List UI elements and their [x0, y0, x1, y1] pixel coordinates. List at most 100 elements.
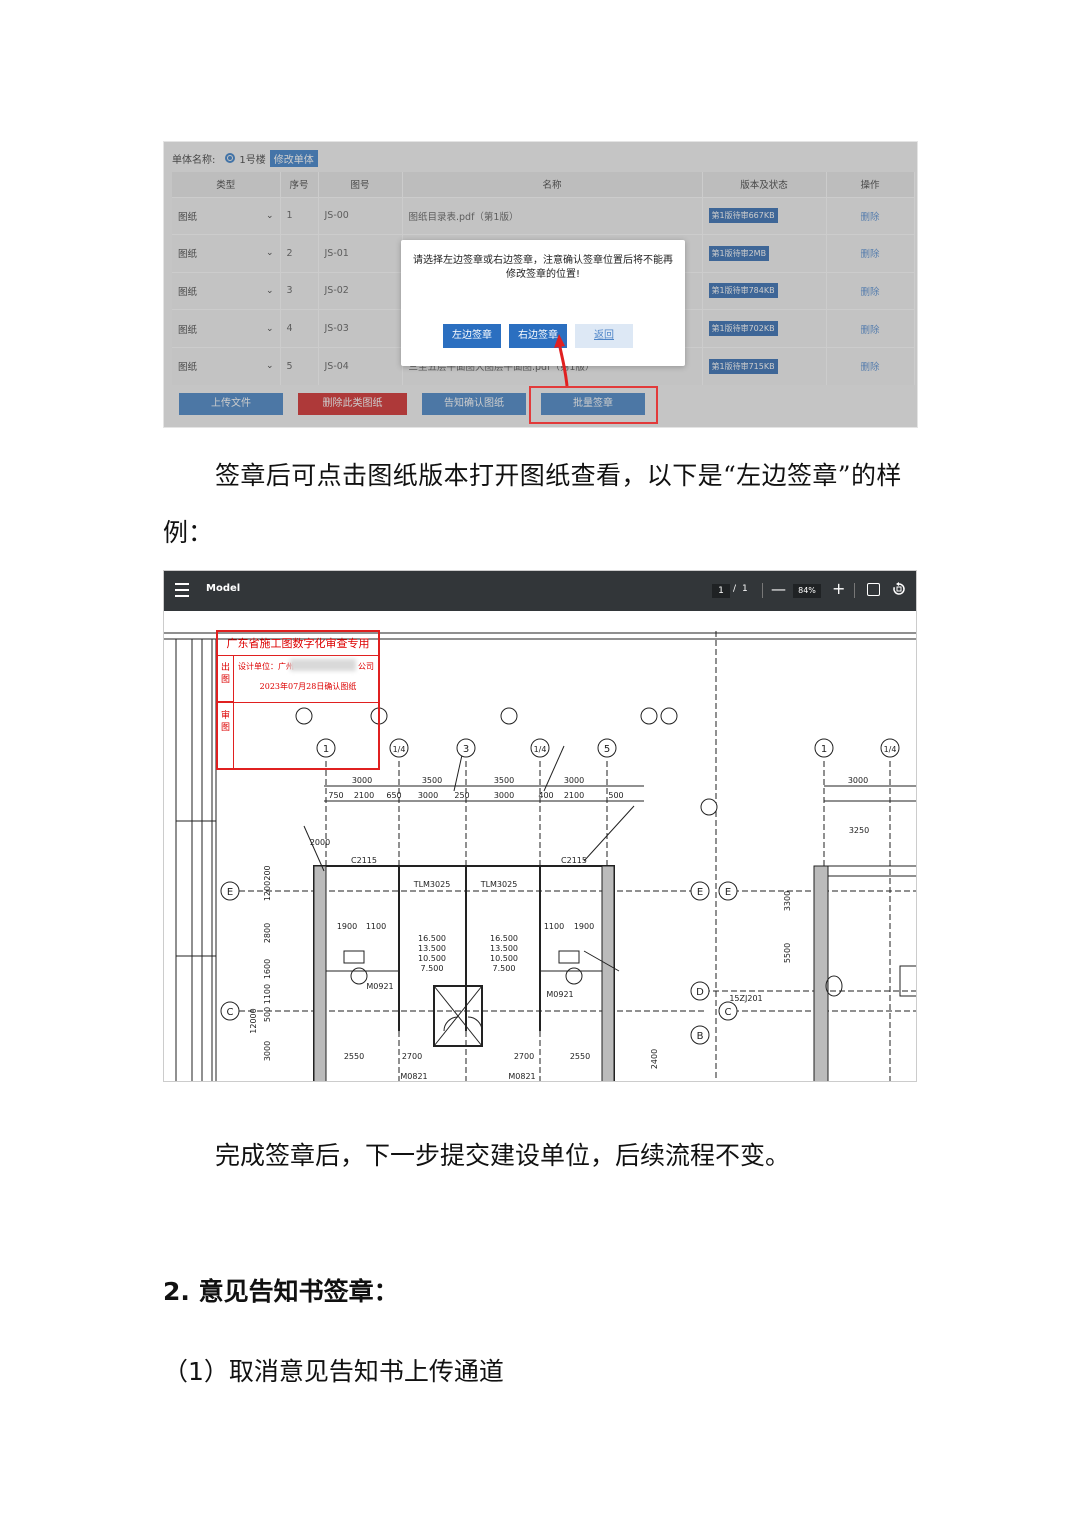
dialog-message: 请选择左边签章或右边签章，注意确认签章位置后将不能再修改签章的位置!	[413, 255, 673, 280]
svg-text:M0921: M0921	[366, 982, 393, 991]
batch-sign-button[interactable]: 批量签章	[541, 393, 645, 415]
svg-text:3: 3	[463, 744, 469, 755]
radio-selected-icon[interactable]	[225, 153, 236, 163]
paragraph-next-step: 完成签章后，下一步提交建设单位，后续流程不变。	[215, 1141, 791, 1170]
svg-text:D: D	[696, 987, 704, 998]
version-badge[interactable]: 第1版待审715KB	[708, 358, 778, 374]
version-badge[interactable]: 第1版待审2MB	[708, 245, 770, 261]
svg-text:2400: 2400	[650, 1049, 659, 1069]
row-index: 2	[280, 234, 319, 273]
stamp-unit-suffix: 公司	[358, 662, 374, 671]
toolbar-divider	[854, 583, 855, 598]
type-select[interactable]: 图纸⌄	[172, 271, 281, 310]
svg-text:2550: 2550	[344, 1052, 364, 1061]
svg-text:C: C	[227, 1007, 234, 1018]
edit-unit-button[interactable]: 修改单体	[269, 149, 318, 167]
delete-link[interactable]: 删除	[860, 211, 880, 223]
svg-text:12000: 12000	[249, 1008, 258, 1033]
svg-text:3500: 3500	[494, 776, 514, 785]
viewer-toolbar: Model 1 / 1 — 84% +	[164, 571, 916, 611]
rotate-icon[interactable]	[892, 582, 906, 596]
svg-text:TLM3025: TLM3025	[413, 880, 451, 889]
svg-text:10.500: 10.500	[418, 954, 446, 963]
row-version: 第1版待审784KB	[702, 271, 827, 310]
page-number-input[interactable]: 1	[712, 584, 730, 598]
action-button-row: 上传文件 删除此类图纸 告知确认图纸 批量签章	[179, 393, 660, 417]
svg-text:1/4: 1/4	[534, 745, 547, 754]
row-action: 删除	[826, 346, 915, 385]
type-select[interactable]: 图纸⌄	[172, 346, 281, 385]
paragraph-list-item: （1）取消意见告知书上传通道	[163, 1352, 504, 1388]
col-header-index: 序号	[280, 172, 319, 197]
row-code: JS-04	[318, 346, 403, 385]
svg-text:E: E	[697, 887, 703, 898]
svg-text:500: 500	[608, 791, 623, 800]
row-code: JS-02	[318, 271, 403, 310]
row-code: JS-01	[318, 234, 403, 273]
delete-link[interactable]: 删除	[860, 249, 880, 261]
svg-text:1/4: 1/4	[884, 745, 897, 754]
svg-text:C2115: C2115	[561, 856, 587, 865]
svg-text:7.500: 7.500	[493, 964, 516, 973]
zoom-in-button[interactable]: +	[832, 579, 846, 598]
svg-text:1100: 1100	[366, 922, 386, 931]
highlight-box	[529, 386, 658, 424]
svg-text:13.500: 13.500	[490, 944, 518, 953]
delete-link[interactable]: 删除	[860, 286, 880, 298]
svg-text:3300: 3300	[783, 891, 792, 911]
svg-text:1900: 1900	[574, 922, 594, 931]
review-stamp: 广东省施工图数字化审查专用 出图 设计单位：广州 公司 2023年07月28日确…	[216, 630, 380, 770]
svg-text:500 1100: 500 1100	[263, 984, 272, 1022]
upload-button[interactable]: 上传文件	[179, 393, 283, 415]
col-header-action: 操作	[826, 172, 915, 197]
svg-text:B: B	[697, 1031, 704, 1042]
type-select[interactable]: 图纸⌄	[172, 309, 281, 348]
stamp-label-output: 出图	[218, 656, 234, 702]
version-badge[interactable]: 第1版待审702KB	[708, 321, 778, 337]
notify-confirm-button[interactable]: 告知确认图纸	[422, 393, 526, 415]
row-index: 1	[280, 196, 319, 235]
svg-text:2700: 2700	[514, 1052, 534, 1061]
back-button[interactable]: 返回	[575, 324, 633, 348]
svg-text:2550: 2550	[570, 1052, 590, 1061]
table-row: 图纸⌄ 3 JS-02 第1版待审784KB 删除	[172, 271, 915, 310]
table-row: 图纸⌄ 1 JS-00 图纸目录表.pdf（第1版） 第1版待审667KB 删除	[172, 196, 915, 235]
menu-icon[interactable]	[175, 583, 189, 597]
unit-option[interactable]: 1号楼	[239, 154, 266, 166]
zoom-out-button[interactable]: —	[771, 580, 786, 598]
pdf-viewer-screenshot: Model 1 / 1 — 84% +	[163, 570, 917, 1082]
svg-text:5500: 5500	[783, 943, 792, 963]
stamp-redacted-name	[290, 659, 356, 671]
svg-text:M0921: M0921	[546, 990, 573, 999]
fit-page-icon[interactable]	[867, 583, 880, 596]
sign-choice-dialog: 请选择左边签章或右边签章，注意确认签章位置后将不能再修改签章的位置! 左边签章 …	[401, 240, 685, 366]
stamp-label-review: 审图	[218, 702, 234, 768]
svg-text:1100: 1100	[544, 922, 564, 931]
chevron-down-icon: ⌄	[265, 285, 274, 296]
svg-text:16.500: 16.500	[490, 934, 518, 943]
svg-text:C: C	[725, 1007, 732, 1018]
svg-text:3000: 3000	[263, 1041, 272, 1061]
stamp-title: 广东省施工图数字化审查专用	[218, 632, 378, 656]
left-sign-button[interactable]: 左边签章	[443, 324, 501, 348]
toolbar-divider	[762, 583, 763, 598]
svg-text:750: 750	[328, 791, 343, 800]
section-heading: 2. 意见告知书签章：	[163, 1277, 399, 1306]
svg-text:3000: 3000	[848, 776, 868, 785]
type-select[interactable]: 图纸⌄	[172, 196, 281, 235]
delete-link[interactable]: 删除	[860, 324, 880, 336]
type-select[interactable]: 图纸⌄	[172, 234, 281, 273]
svg-text:1200: 1200	[263, 881, 272, 901]
version-badge[interactable]: 第1版待审667KB	[708, 208, 778, 224]
svg-text:650: 650	[386, 791, 401, 800]
svg-text:1600: 1600	[263, 959, 272, 979]
svg-text:16.500: 16.500	[418, 934, 446, 943]
zoom-input[interactable]: 84%	[793, 584, 821, 598]
delete-category-button[interactable]: 删除此类图纸	[298, 393, 407, 415]
version-badge[interactable]: 第1版待审784KB	[708, 283, 778, 299]
delete-link[interactable]: 删除	[860, 362, 880, 374]
svg-text:3000: 3000	[564, 776, 584, 785]
row-action: 删除	[826, 234, 915, 273]
drawing-list-screenshot: 单体名称: 1号楼 修改单体 类型 序号 图号 名称 版本及状态 操作 图纸⌄ …	[163, 141, 918, 428]
col-header-version: 版本及状态	[702, 172, 827, 197]
